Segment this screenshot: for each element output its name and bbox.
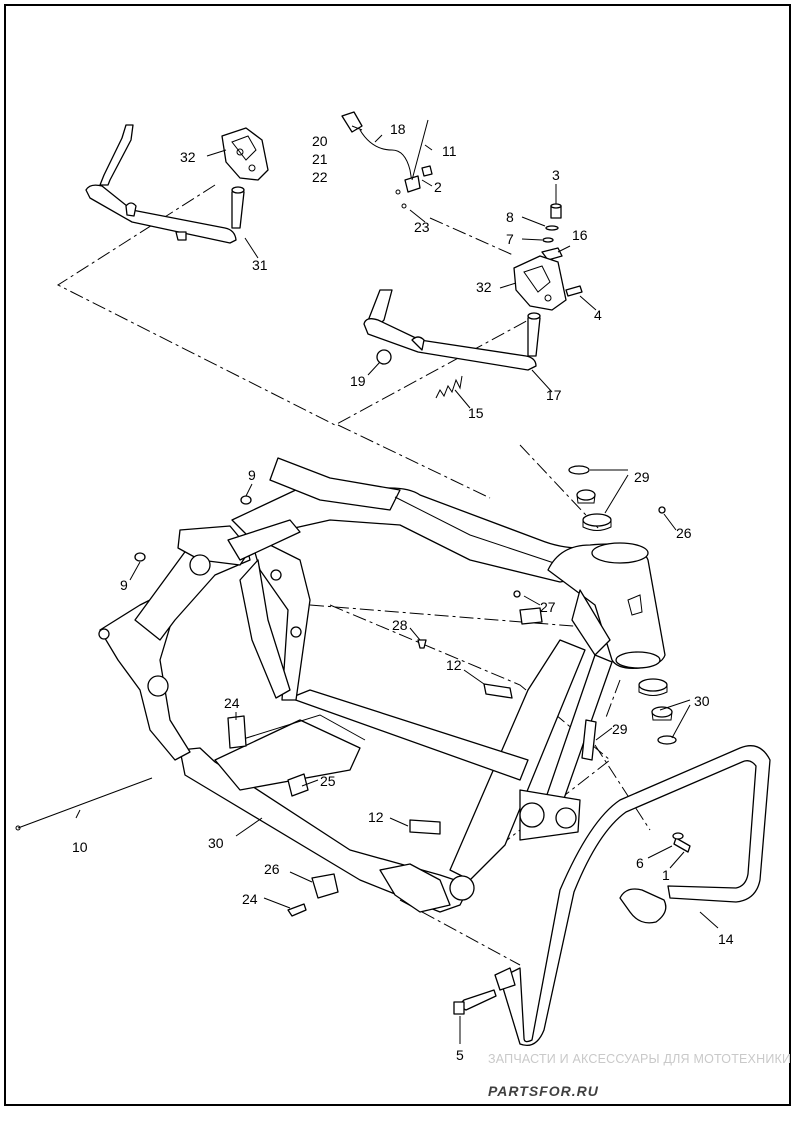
watermark-logo-text: PARTSFOR.RU	[488, 1083, 599, 1099]
stand-sensor-harness	[341, 111, 433, 209]
jiffy-stand-lower	[363, 289, 541, 371]
callout-9: 9	[248, 467, 256, 483]
callout-29: 29	[634, 469, 650, 485]
callout-11: 10	[72, 839, 88, 855]
stand-bracket-upper	[221, 127, 269, 181]
jiffy-stand-upper	[85, 124, 245, 244]
callout-3: 3	[552, 167, 560, 183]
callout-29: 30	[694, 693, 710, 709]
callout-12: 12	[368, 809, 384, 825]
stand-foot-knob	[376, 349, 392, 365]
steering-bearings	[568, 465, 677, 745]
leader-lines	[75, 125, 719, 1044]
fasteners	[134, 495, 691, 1015]
callout-15: 16	[572, 227, 588, 243]
callout-20: 21	[312, 151, 328, 167]
engine-guard	[494, 745, 771, 1047]
callout-13: 14	[718, 931, 734, 947]
callout-31: 31	[252, 257, 268, 273]
callout-32: 32	[476, 279, 492, 295]
callout-26: 27	[540, 599, 556, 615]
long-rod	[17, 777, 153, 829]
callout-28: 29	[612, 721, 628, 737]
pivot-hardware-stack	[541, 203, 563, 261]
callout-1: 1	[662, 867, 670, 883]
callout-25: 26	[264, 861, 280, 877]
callout-2: 2	[434, 179, 442, 195]
callout-6: 6	[636, 855, 644, 871]
callout-27: 28	[392, 617, 408, 633]
callout-5: 5	[456, 1047, 464, 1063]
callout-17: 18	[390, 121, 406, 137]
callout-10: 11	[442, 143, 457, 159]
callout-22: 23	[414, 219, 430, 235]
callout-labels: 32 31 20 21 22 18 11 2 23 3 8 7 16 32 4 …	[72, 121, 734, 1063]
diagram-border	[4, 4, 791, 1106]
callout-21: 22	[312, 169, 328, 185]
callout-8: 8	[506, 209, 514, 225]
callout-14: 15	[468, 405, 484, 421]
watermark-tagline: ЗАПЧАСТИ И АКСЕССУАРЫ ДЛЯ МОТОТЕХНИКИ	[488, 1052, 792, 1066]
callout-24: 24	[224, 695, 240, 711]
stand-spring	[435, 375, 463, 399]
callout-23: 24	[242, 891, 258, 907]
watermark-logo: PARTSFOR.RU	[488, 1083, 599, 1099]
callout-12: 12	[446, 657, 462, 673]
callout-19: 20	[312, 133, 328, 149]
callout-24: 25	[320, 773, 336, 789]
callout-32: 32	[180, 149, 196, 165]
callout-26: 26	[676, 525, 692, 541]
callout-16: 17	[546, 387, 562, 403]
callout-7: 7	[506, 231, 514, 247]
callout-18: 19	[350, 373, 366, 389]
motorcycle-frame	[98, 457, 666, 913]
stand-bracket-lower	[513, 255, 583, 311]
callout-9: 9	[120, 577, 128, 593]
callout-4: 4	[594, 307, 602, 323]
callout-30: 30	[208, 835, 224, 851]
